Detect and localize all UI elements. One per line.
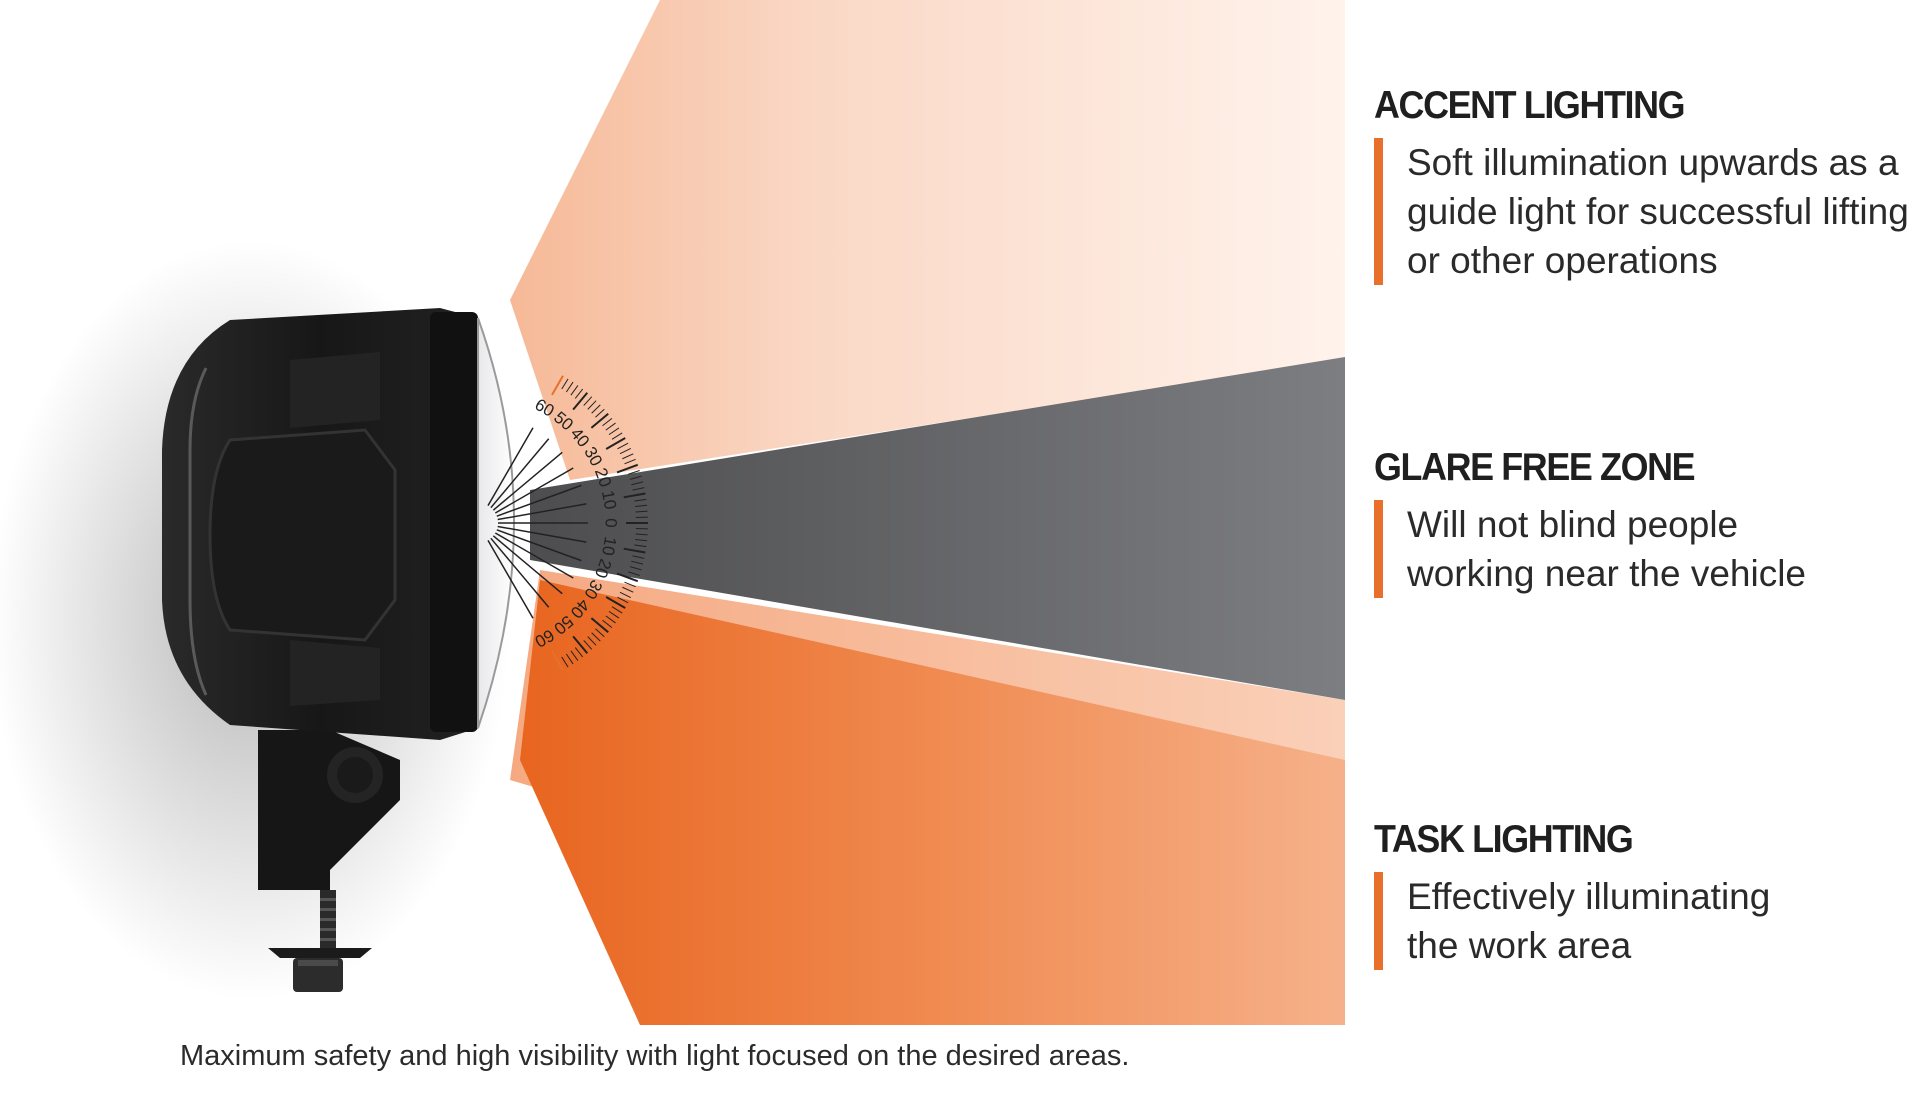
protractor-tick <box>587 636 597 646</box>
protractor-ray <box>497 503 587 521</box>
protractor-tick <box>617 442 629 450</box>
protractor-tick <box>635 539 648 542</box>
protractor-tick <box>551 650 564 671</box>
protractor-tick <box>595 408 605 418</box>
protractor-tick <box>572 392 589 411</box>
protractor-tick <box>634 498 647 502</box>
protractor-tick <box>608 610 620 619</box>
protractor-ray <box>494 467 574 514</box>
task-lighting-description: Effectively illuminating the work area <box>1374 872 1827 970</box>
protractor-ray <box>490 438 550 509</box>
protractor-tick <box>561 656 569 668</box>
protractor-ray <box>492 535 563 595</box>
task-light-beam <box>520 580 1345 1025</box>
work-lamp-housing <box>162 308 515 740</box>
protractor-ray <box>490 537 550 608</box>
protractor-tick <box>605 615 616 624</box>
protractor-tick <box>608 427 620 436</box>
protractor-tick <box>595 628 605 638</box>
protractor-tick <box>635 533 648 536</box>
protractor-tick <box>628 469 640 475</box>
protractor-tick <box>631 560 644 565</box>
protractor-tick <box>590 412 609 429</box>
protractor-tick <box>572 635 589 654</box>
protractor-tick <box>624 581 636 588</box>
glare-free-zone-beam <box>530 357 1345 700</box>
accent-lighting-block: ACCENT LIGHTING Soft illumination upward… <box>1374 84 1920 285</box>
protractor-tick <box>611 432 623 440</box>
protractor-ray <box>497 525 587 543</box>
protractor-label: 0 <box>602 518 621 527</box>
protractor-tick <box>605 437 626 450</box>
protractor-tick <box>591 404 601 414</box>
protractor-tick <box>570 385 579 396</box>
accent-lighting-title: ACCENT LIGHTING <box>1374 84 1686 127</box>
protractor-tick <box>617 596 629 604</box>
protractor-tick <box>635 504 648 507</box>
glare-free-zone-block: GLARE FREE ZONE Will not blind people wo… <box>1374 446 1920 598</box>
protractor-tick <box>629 566 642 571</box>
glare-free-zone-title: GLARE FREE ZONE <box>1374 446 1696 489</box>
protractor-tick <box>632 555 645 559</box>
protractor-tick <box>583 396 593 406</box>
protractor-tick <box>602 619 613 629</box>
protractor-tick <box>631 481 644 486</box>
protractor-tick <box>616 572 639 583</box>
protractor-tick <box>622 586 634 593</box>
protractor-tick <box>583 640 593 650</box>
protractor-tick <box>619 448 632 455</box>
protractor-ray <box>496 484 582 517</box>
protractor-tick <box>565 381 574 393</box>
protractor-tick <box>587 400 597 410</box>
protractor-tick <box>602 417 613 427</box>
protractor-tick <box>623 547 646 554</box>
task-lighting-block: TASK LIGHTING Effectively illuminating t… <box>1374 818 1920 970</box>
protractor-tick <box>623 492 646 499</box>
protractor-tick <box>565 653 574 665</box>
protractor-tick <box>622 453 634 460</box>
protractor-tick <box>624 458 636 465</box>
protractor-tick <box>551 375 564 396</box>
protractor-label: 10 <box>598 489 620 511</box>
protractor-tick <box>611 606 623 614</box>
protractor-ray <box>492 451 563 511</box>
protractor-tick <box>561 378 569 390</box>
protractor-tick <box>574 647 584 658</box>
protractor-tick <box>570 650 579 661</box>
diagram-caption: Maximum safety and high visibility with … <box>180 1040 1130 1072</box>
protractor-tick <box>619 591 632 598</box>
protractor-ray <box>494 532 574 579</box>
protractor-label: 10 <box>598 535 620 557</box>
protractor-tick <box>629 475 642 480</box>
protractor-tick <box>591 632 601 642</box>
protractor-tick <box>605 422 616 431</box>
protractor-ray <box>487 427 534 507</box>
task-lighting-title: TASK LIGHTING <box>1374 818 1634 861</box>
protractor-tick <box>634 544 647 548</box>
protractor-tick <box>628 571 640 577</box>
glare-free-zone-description: Will not blind people working near the v… <box>1374 500 1867 598</box>
protractor-tick <box>632 487 645 491</box>
protractor-tick <box>605 596 626 609</box>
accent-lighting-description: Soft illumination upwards as a guide lig… <box>1374 138 1920 285</box>
accent-light-beam <box>510 0 1345 480</box>
protractor-ray <box>496 529 582 562</box>
protractor-tick <box>590 617 609 634</box>
mounting-bracket <box>258 730 400 992</box>
protractor-tick <box>635 510 648 513</box>
protractor-tick <box>616 463 639 474</box>
protractor-tick <box>574 388 584 399</box>
protractor-ray <box>487 539 534 619</box>
